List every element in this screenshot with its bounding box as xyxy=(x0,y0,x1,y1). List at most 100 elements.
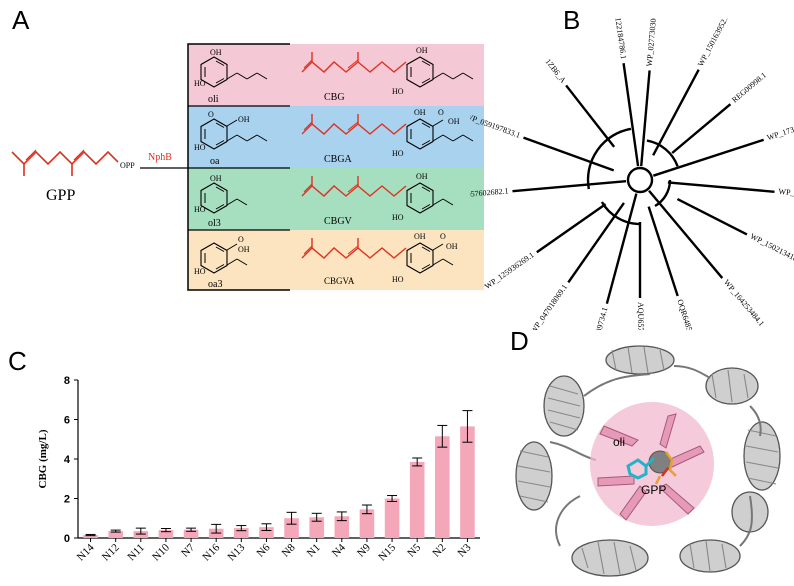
product-label-cbgva: CBGVA xyxy=(324,276,355,286)
oa3-structure: O OH HO xyxy=(194,235,250,276)
tree-leaf-label: WP_059197833.1 xyxy=(470,112,521,140)
tree-leaf-label: WP_027730300.1 xyxy=(645,18,659,67)
bar xyxy=(158,530,174,538)
ligand-oli xyxy=(626,456,656,480)
tree-branch xyxy=(605,193,638,304)
x-tick-label: N9 xyxy=(355,541,373,559)
row-background-cbga xyxy=(188,106,484,168)
tree-leaf-label: WP_057602682.1 xyxy=(470,186,509,200)
tree-branch xyxy=(565,84,616,148)
bar xyxy=(183,529,199,538)
error-bar xyxy=(110,529,121,533)
panel-label-c: C xyxy=(8,346,27,376)
row-background-cbg xyxy=(188,44,484,106)
x-tick-label: N1 xyxy=(305,542,323,560)
opp-label: OPP xyxy=(120,161,135,170)
svg-text:OH: OH xyxy=(448,117,460,126)
error-bar xyxy=(311,512,322,522)
x-tick-label: N4 xyxy=(330,541,348,559)
svg-text:OH: OH xyxy=(210,174,222,183)
error-bar xyxy=(437,424,448,448)
bracket xyxy=(187,43,290,291)
error-bar xyxy=(286,511,297,525)
error-bar xyxy=(211,523,222,534)
tree-leaf-label: WP_122184786.1 xyxy=(611,18,628,60)
panel-label-d: D xyxy=(510,326,529,356)
gpp-label: GPP xyxy=(46,187,75,204)
gpp-structure xyxy=(11,149,119,176)
tree-leaf-label: WP_173165263.1 xyxy=(766,116,794,142)
error-bar xyxy=(261,523,272,531)
x-tick-label: N12 xyxy=(100,542,122,564)
protein-structure: oli GPP xyxy=(515,345,781,577)
tree-leaf-label: WP_103786661.1 xyxy=(778,187,794,201)
tree-branch xyxy=(622,62,640,167)
svg-text:OH: OH xyxy=(210,48,222,57)
svg-text:HO: HO xyxy=(194,79,206,88)
cbgv-structure: OH HO xyxy=(301,172,454,222)
tree-branch xyxy=(640,70,651,167)
x-tick-label: N16 xyxy=(200,541,222,563)
tree-internal-arc xyxy=(586,127,632,190)
cbgva-structure: OH O OH HO xyxy=(301,232,458,284)
svg-text:HO: HO xyxy=(392,87,404,96)
svg-text:OH: OH xyxy=(238,245,250,254)
tree-leaf-label: REG00998.1 xyxy=(730,71,768,105)
cbga-structure: OH O OH HO xyxy=(301,108,474,158)
svg-text:O: O xyxy=(238,235,244,244)
bar xyxy=(384,498,400,538)
x-tick-label: N6 xyxy=(255,541,273,559)
error-bar xyxy=(160,528,171,533)
error-bar xyxy=(85,533,96,537)
substrate-label-ol3: ol3 xyxy=(208,218,221,229)
enzyme-label: NphB xyxy=(148,152,172,163)
ligand-label-gpp: GPP xyxy=(641,483,666,497)
helix-stripes xyxy=(517,346,779,575)
bar xyxy=(409,461,425,538)
product-label-cbg: CBG xyxy=(324,92,345,103)
tree-branch xyxy=(647,206,679,297)
svg-text:O: O xyxy=(440,232,446,241)
bar xyxy=(359,509,375,538)
panel-a-reaction-scheme: OPP GPP NphB OH HO oli OH HO CBG O OH HO… xyxy=(11,43,484,291)
bar xyxy=(284,518,299,538)
tree-leaf-label: WP_150213418.1 xyxy=(749,232,794,266)
x-tick-label: N2 xyxy=(430,542,448,560)
error-bar xyxy=(336,511,347,522)
panel-label-b: B xyxy=(563,5,581,35)
y-tick-label: 2 xyxy=(64,494,70,506)
cbg-structure: OH HO xyxy=(301,46,474,96)
tree-branch xyxy=(676,197,748,236)
tree-branch xyxy=(667,181,775,193)
svg-text:HO: HO xyxy=(194,267,206,276)
tree-branch xyxy=(652,138,765,177)
bar xyxy=(460,426,475,538)
tree-branch xyxy=(512,180,627,193)
x-tick-label: N10 xyxy=(150,541,172,563)
substrate-label-oli: oli xyxy=(208,94,219,105)
bar xyxy=(234,528,249,538)
x-tick-label: N3 xyxy=(456,541,474,559)
panel-label-a: A xyxy=(12,5,30,35)
substrate-label-oa3: oa3 xyxy=(208,279,222,290)
error-bar xyxy=(135,527,146,535)
x-tick-label: N15 xyxy=(376,541,398,563)
svg-text:OH: OH xyxy=(238,115,250,124)
tree-branch xyxy=(648,189,724,279)
y-axis-label: CBG (mg/L) xyxy=(37,429,49,488)
x-tick-label: N13 xyxy=(226,541,248,563)
tree-leaf-label: WP_047018069.1 xyxy=(529,283,570,330)
svg-text:HO: HO xyxy=(194,143,206,152)
svg-text:OH: OH xyxy=(414,108,426,117)
y-tick-label: 4 xyxy=(64,454,71,466)
tree-leaf-label: WP_150163952.1 xyxy=(696,18,731,68)
x-tick-label: N5 xyxy=(405,541,423,559)
bar xyxy=(259,527,274,538)
bar xyxy=(435,436,450,538)
error-bar xyxy=(387,495,398,502)
tree-internal-arc xyxy=(654,179,672,208)
tree-branch xyxy=(652,69,700,156)
error-bar xyxy=(186,527,197,532)
product-label-cbgv: CBGV xyxy=(324,216,353,227)
